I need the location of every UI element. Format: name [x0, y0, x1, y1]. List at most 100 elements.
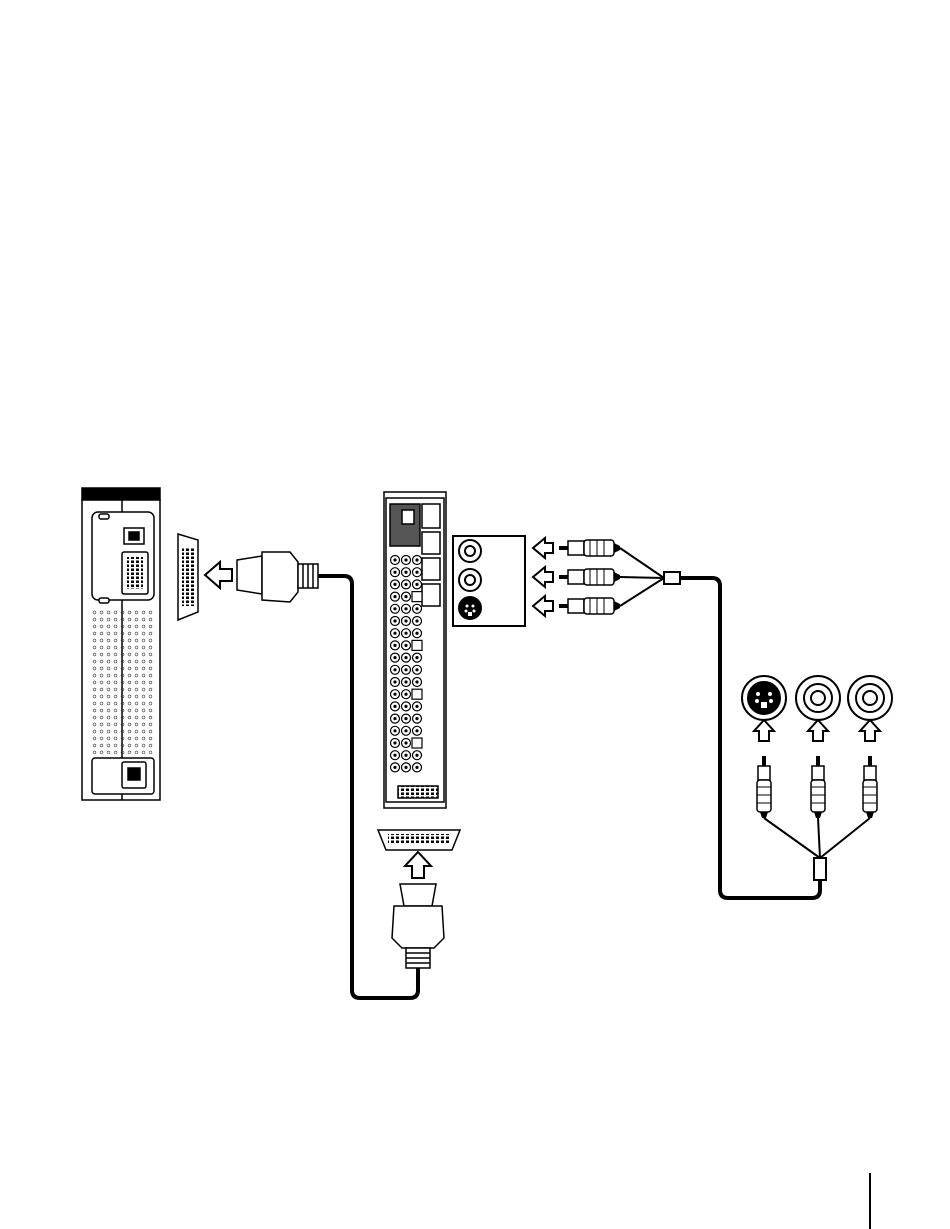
receiver-jack-pin	[415, 656, 418, 659]
receiver-jack-pin	[404, 693, 407, 696]
receiver-jack-pin	[404, 571, 407, 574]
receiver-jack-pin	[393, 583, 396, 586]
receiver-jack-pin	[404, 619, 407, 622]
receiver-optical-port	[412, 640, 422, 650]
receiver-jack-pin	[393, 656, 396, 659]
receiver-jack-pin	[415, 632, 418, 635]
av-cable-plug-bottom	[392, 884, 444, 968]
rca-plugs-bottom	[757, 756, 877, 818]
rca-plug-collar	[568, 599, 584, 613]
receiver-jack-pin	[404, 595, 407, 598]
receiver-jack-pin	[404, 729, 407, 732]
rca-plug-strain-relief	[760, 812, 768, 818]
receiver-jack-pin	[404, 632, 407, 635]
console-rear-panel	[82, 488, 160, 800]
rca-plug-collar	[568, 570, 584, 584]
rca-plug-tip	[868, 756, 872, 766]
receiver-jack-pin	[393, 644, 396, 647]
rca-plug-collar	[758, 766, 770, 780]
rca-plug-body	[584, 569, 614, 585]
rca-plug-strain-relief	[614, 572, 620, 582]
receiver-jack-pin	[404, 754, 407, 757]
receiver-jack-pin	[393, 668, 396, 671]
rca-plug-collar	[864, 766, 876, 780]
receiver-jack-pin	[393, 680, 396, 683]
up-arrow-icon	[808, 720, 828, 741]
rca-plug-collar	[812, 766, 824, 780]
tv-rca-jack-1	[796, 676, 840, 720]
receiver-jack-pin	[415, 558, 418, 561]
receiver-jack-pin	[415, 668, 418, 671]
rca-plug-body	[584, 540, 614, 556]
page-margin-rule	[869, 1173, 871, 1229]
rca-bottom-fanin	[764, 818, 870, 880]
rca-plug-strain-relief	[614, 601, 620, 611]
tv-rca-jack-2	[848, 676, 892, 720]
up-arrow-icon	[860, 720, 880, 741]
receiver-optical-port	[412, 689, 422, 699]
rca-cable	[680, 578, 820, 898]
receiver-jack-pin	[415, 729, 418, 732]
receiver-jack-pin	[415, 766, 418, 769]
receiver-jack-pin	[393, 595, 396, 598]
rca-plug-body	[811, 780, 825, 812]
receiver-jack-pin	[393, 705, 396, 708]
receiver-jack-pin	[404, 680, 407, 683]
receiver-jack-pin	[393, 754, 396, 757]
rca-top-fanout	[620, 548, 680, 606]
rca-plugs-top	[533, 538, 620, 616]
receiver-jack-pin	[404, 766, 407, 769]
receiver-jack-pin	[404, 741, 407, 744]
receiver-jack-pin	[404, 558, 407, 561]
tv-svideo-jack	[742, 676, 786, 720]
rca-plug-tip	[559, 546, 568, 550]
receiver-jack-pin	[415, 680, 418, 683]
receiver-av-port	[378, 830, 460, 850]
rca-plug-collar	[568, 541, 584, 555]
receiver-jack-pin	[404, 607, 407, 610]
rca-plug-tip	[559, 575, 568, 579]
rca-plug-strain-relief	[814, 812, 822, 818]
receiver-optical-port	[412, 738, 422, 748]
receiver-jack-pin	[404, 583, 407, 586]
receiver-jack-pin	[404, 656, 407, 659]
left-arrow-icon	[205, 562, 232, 588]
receiver-jack-pin	[415, 717, 418, 720]
rca-plug-tip	[816, 756, 820, 766]
rca-plug-body	[863, 780, 877, 812]
receiver-jack-pin	[393, 571, 396, 574]
receiver-jack-pin	[415, 571, 418, 574]
receiver-jack-pin	[393, 619, 396, 622]
left-arrow-icon	[533, 538, 553, 558]
receiver-jack-pin	[415, 705, 418, 708]
receiver-jack-pin	[404, 668, 407, 671]
av-cable-plug-top	[237, 552, 318, 602]
receiver-jack-pin	[393, 717, 396, 720]
up-arrow-icon	[754, 720, 774, 741]
receiver-jack-pin	[393, 766, 396, 769]
receiver-optical-port	[412, 592, 422, 602]
rca-plug-strain-relief	[614, 543, 620, 553]
receiver-jack-pin	[393, 607, 396, 610]
left-arrow-icon	[533, 596, 553, 616]
rca-plug-strain-relief	[866, 812, 874, 818]
receiver-jack-pin	[415, 619, 418, 622]
receiver-video-input-panel	[453, 536, 525, 626]
receiver-jack-pin	[404, 717, 407, 720]
rca-plug-body	[757, 780, 771, 812]
console-av-port	[178, 534, 198, 620]
rca-plug-tip	[559, 604, 568, 608]
receiver-jack-pin	[415, 607, 418, 610]
receiver-jack-pin	[415, 754, 418, 757]
receiver-jack-pin	[404, 705, 407, 708]
receiver-jack-pin	[415, 583, 418, 586]
receiver-jack-pin	[393, 729, 396, 732]
receiver-jack-pin	[393, 558, 396, 561]
rca-plug-body	[584, 598, 614, 614]
up-arrow-icon	[405, 852, 431, 878]
rca-plug-tip	[762, 756, 766, 766]
receiver-bottom-port	[398, 786, 438, 798]
receiver-jack-pin	[393, 693, 396, 696]
receiver-jack-pin	[393, 632, 396, 635]
